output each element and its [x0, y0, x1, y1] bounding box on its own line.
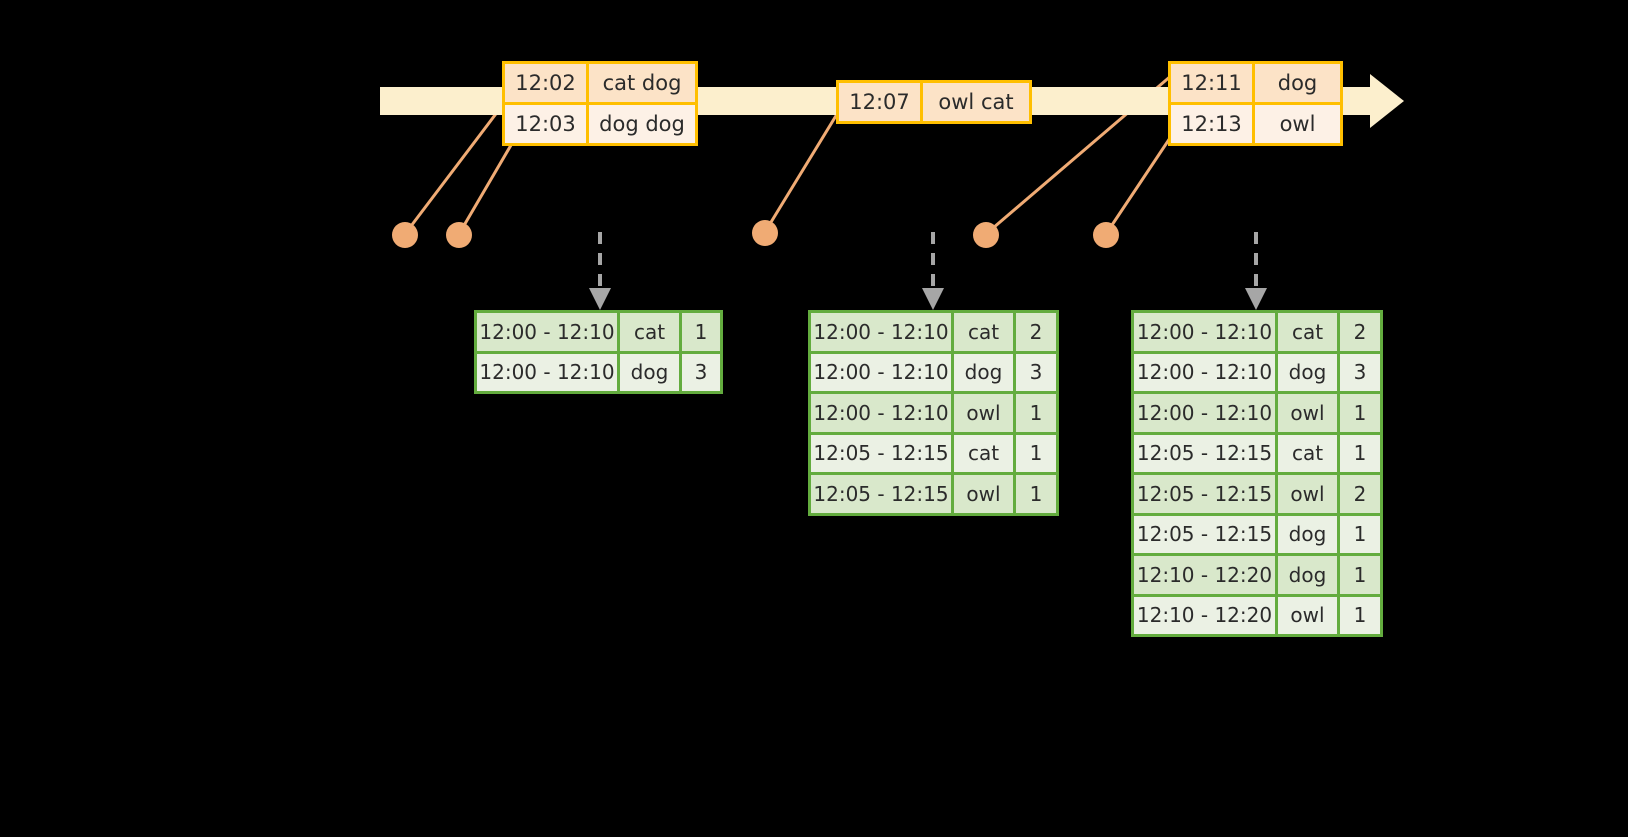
cell-window: 12:05 - 12:15 — [1134, 434, 1278, 472]
cell-count: 1 — [1340, 394, 1380, 432]
cell-word: owl — [954, 394, 1016, 432]
cell-word: dog — [954, 353, 1016, 391]
cell-window: 12:05 - 12:15 — [1134, 475, 1278, 513]
cell-word: dog — [1278, 353, 1340, 391]
event-time: 12:11 — [1171, 64, 1255, 102]
event-words: owl — [1255, 105, 1340, 143]
event-row: 12:03 dog dog — [505, 102, 695, 143]
event-box-2: 12:07 owl cat — [836, 80, 1032, 124]
cell-word: dog — [620, 353, 682, 391]
cell-word: cat — [954, 313, 1016, 351]
cell-window: 12:00 - 12:10 — [1134, 394, 1278, 432]
event-row: 12:07 owl cat — [839, 83, 1029, 121]
trigger-dot-2 — [446, 222, 472, 248]
cell-window: 12:00 - 12:10 — [1134, 353, 1278, 391]
cell-window: 12:00 - 12:10 — [477, 313, 620, 351]
event-words: cat dog — [589, 64, 695, 102]
cell-window: 12:05 - 12:15 — [811, 434, 954, 472]
event-words: dog — [1255, 64, 1340, 102]
cell-count: 1 — [1340, 515, 1380, 553]
event-time: 12:02 — [505, 64, 589, 102]
cell-window: 12:05 - 12:15 — [1134, 515, 1278, 553]
cell-window: 12:00 - 12:10 — [811, 353, 954, 391]
cell-window: 12:00 - 12:10 — [811, 394, 954, 432]
cell-count: 3 — [1016, 353, 1056, 391]
timeline-arrow-icon — [1370, 74, 1404, 128]
cell-word: cat — [1278, 313, 1340, 351]
event-box-3: 12:11 dog 12:13 owl — [1168, 61, 1343, 146]
cell-word: cat — [1278, 434, 1340, 472]
cell-count: 3 — [682, 353, 720, 391]
cell-count: 1 — [1016, 475, 1056, 513]
cell-word: owl — [954, 475, 1016, 513]
emit-arrow-head-2 — [922, 288, 944, 310]
emit-arrow-head-3 — [1245, 288, 1267, 310]
trigger-dot-1 — [392, 222, 418, 248]
cell-count: 1 — [1016, 434, 1056, 472]
event-words: dog dog — [589, 105, 695, 143]
cell-window: 12:05 - 12:15 — [811, 475, 954, 513]
cell-word: owl — [1278, 394, 1340, 432]
cell-word: cat — [954, 434, 1016, 472]
cell-word: dog — [1278, 515, 1340, 553]
cell-count: 1 — [1016, 394, 1056, 432]
event-box-1: 12:02 cat dog 12:03 dog dog — [502, 61, 698, 146]
cell-window: 12:10 - 12:20 — [1134, 596, 1278, 634]
cell-window: 12:00 - 12:10 — [477, 353, 620, 391]
cell-window: 12:00 - 12:10 — [1134, 313, 1278, 351]
leader-line-3 — [763, 100, 847, 233]
cell-count: 2 — [1340, 475, 1380, 513]
trigger-dot-5 — [1093, 222, 1119, 248]
event-words: owl cat — [923, 83, 1029, 121]
cell-word: owl — [1278, 596, 1340, 634]
cell-word: cat — [620, 313, 682, 351]
event-time: 12:13 — [1171, 105, 1255, 143]
event-time: 12:03 — [505, 105, 589, 143]
event-time: 12:07 — [839, 83, 923, 121]
cell-count: 2 — [1340, 313, 1380, 351]
event-row: 12:11 dog — [1171, 64, 1340, 102]
cell-word: dog — [1278, 556, 1340, 594]
event-row: 12:13 owl — [1171, 102, 1340, 143]
cell-count: 1 — [1340, 596, 1380, 634]
cell-window: 12:00 - 12:10 — [811, 313, 954, 351]
trigger-dot-4 — [973, 222, 999, 248]
cell-word: owl — [1278, 475, 1340, 513]
cell-count: 1 — [1340, 434, 1380, 472]
event-row: 12:02 cat dog — [505, 64, 695, 102]
cell-count: 3 — [1340, 353, 1380, 391]
cell-count: 2 — [1016, 313, 1056, 351]
cell-window: 12:10 - 12:20 — [1134, 556, 1278, 594]
cell-count: 1 — [682, 313, 720, 351]
emit-arrow-head-1 — [589, 288, 611, 310]
cell-count: 1 — [1340, 556, 1380, 594]
trigger-dot-3 — [752, 220, 778, 246]
